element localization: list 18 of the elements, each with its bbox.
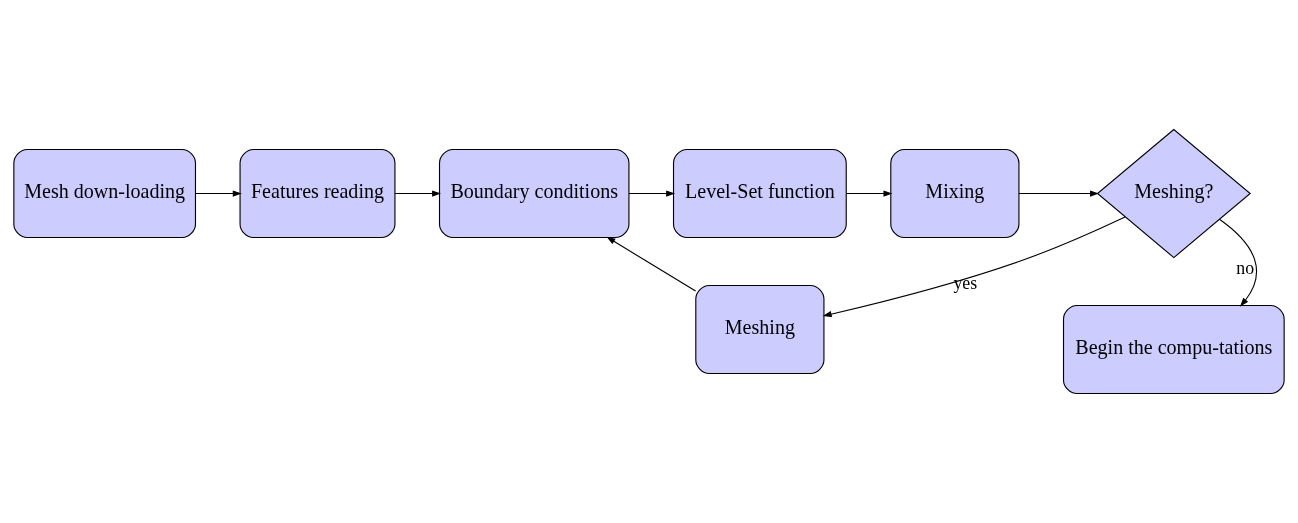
node-box: Begin the compu-tations bbox=[1062, 304, 1285, 395]
edge-label: yes bbox=[953, 273, 978, 294]
edge-label: no bbox=[1236, 257, 1255, 278]
node-diamond: Meshing? bbox=[1096, 128, 1252, 259]
node-box: Features reading bbox=[239, 148, 396, 239]
arrow bbox=[845, 190, 893, 197]
arrow bbox=[394, 190, 442, 197]
arrow bbox=[822, 216, 1126, 318]
arrow bbox=[1218, 218, 1258, 307]
arrow bbox=[195, 190, 242, 197]
node-box: Mesh down-loading bbox=[13, 148, 197, 239]
arrow bbox=[1018, 190, 1099, 197]
node-box: Mixing bbox=[890, 148, 1020, 239]
node-box: Meshing bbox=[695, 284, 825, 375]
node-box: Boundary conditions bbox=[438, 148, 630, 239]
node-box: Level-Set function bbox=[672, 148, 847, 239]
arrow bbox=[628, 190, 676, 197]
arrow bbox=[606, 236, 697, 292]
